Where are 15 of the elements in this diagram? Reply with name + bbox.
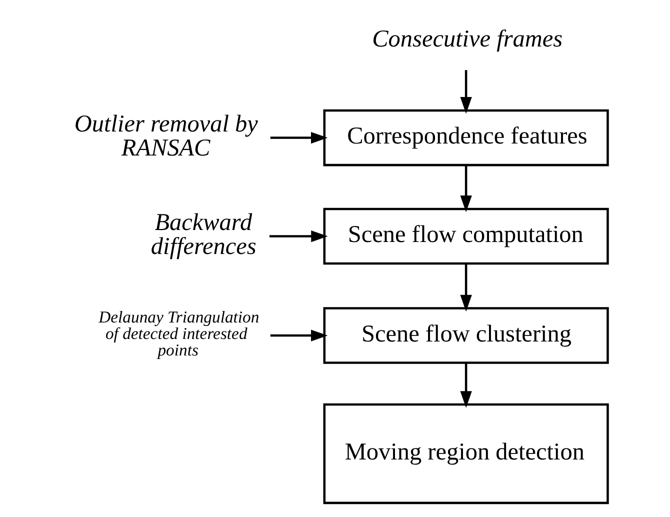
arrow <box>269 230 328 242</box>
node-box: Scene flow clustering <box>323 306 609 364</box>
arrow <box>460 70 472 114</box>
arrow <box>460 362 472 408</box>
node-box: Moving region detection <box>323 402 609 504</box>
node-text: Outlier removal by RANSAC <box>74 110 258 162</box>
arrow <box>270 131 328 144</box>
node-box: Correspondence features <box>323 108 609 166</box>
arrow <box>460 164 472 212</box>
node-text: Delaunay Triangulation of detected interested points <box>98 306 260 360</box>
arrow <box>460 263 472 312</box>
node-text: Consecutive frames <box>372 25 563 52</box>
node-box: Scene flow computation <box>323 207 609 264</box>
node-text: Backward differences <box>150 208 256 260</box>
arrow <box>270 329 328 341</box>
